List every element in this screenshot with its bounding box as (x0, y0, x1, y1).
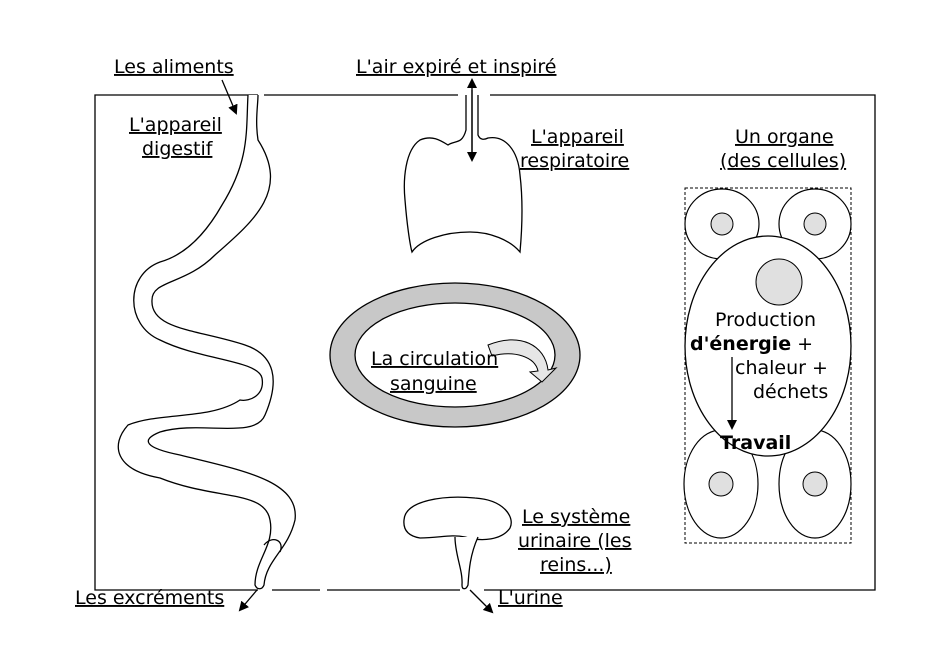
circulation-ring (329, 282, 581, 428)
aliments-arrow (221, 79, 238, 115)
label-urinaire-2: urinaire (les (518, 530, 632, 552)
main-cell (684, 235, 852, 457)
organ-box (684, 187, 852, 544)
main-cell-nucleus (755, 258, 803, 306)
label-aliments: Les aliments (114, 56, 234, 78)
label-respiratoire-2: respiratoire (520, 150, 629, 172)
cell-dechets: déchets (753, 381, 828, 403)
small-cell-nuclei (708, 212, 828, 497)
cell-energie-line: d'énergie + (690, 333, 813, 355)
label-urinaire-3: reins...) (540, 554, 612, 576)
label-respiratoire-1: L'appareil (531, 126, 624, 148)
urine-arrow (469, 589, 494, 614)
label-circulation-1: La circulation (371, 348, 498, 370)
cell-energie: d'énergie (690, 333, 791, 355)
digestive-tract-bend (263, 539, 282, 553)
cell-travail: Travail (720, 432, 791, 454)
label-circulation-2: sanguine (390, 373, 477, 395)
digestive-tract (117, 94, 296, 590)
label-organe-1: Un organe (735, 126, 834, 148)
label-digestif-2: digestif (142, 138, 214, 160)
label-organe-2: (des cellules) (720, 150, 846, 172)
label-excrements: Les excréments (75, 587, 224, 609)
excrements-arrow (238, 589, 258, 612)
body-outline (94, 94, 876, 591)
label-urinaire-1: Le système (522, 506, 630, 528)
kidneys (403, 496, 512, 590)
cell-plus: + (791, 333, 813, 355)
label-urine: L'urine (498, 587, 563, 609)
cell-production: Production (715, 309, 816, 331)
label-air: L'air expiré et inspiré (356, 56, 556, 78)
lungs (403, 95, 523, 254)
label-digestif-1: L'appareil (129, 114, 222, 136)
circulation-arrow-icon (487, 339, 558, 383)
cell-chaleur: chaleur + (735, 357, 828, 379)
